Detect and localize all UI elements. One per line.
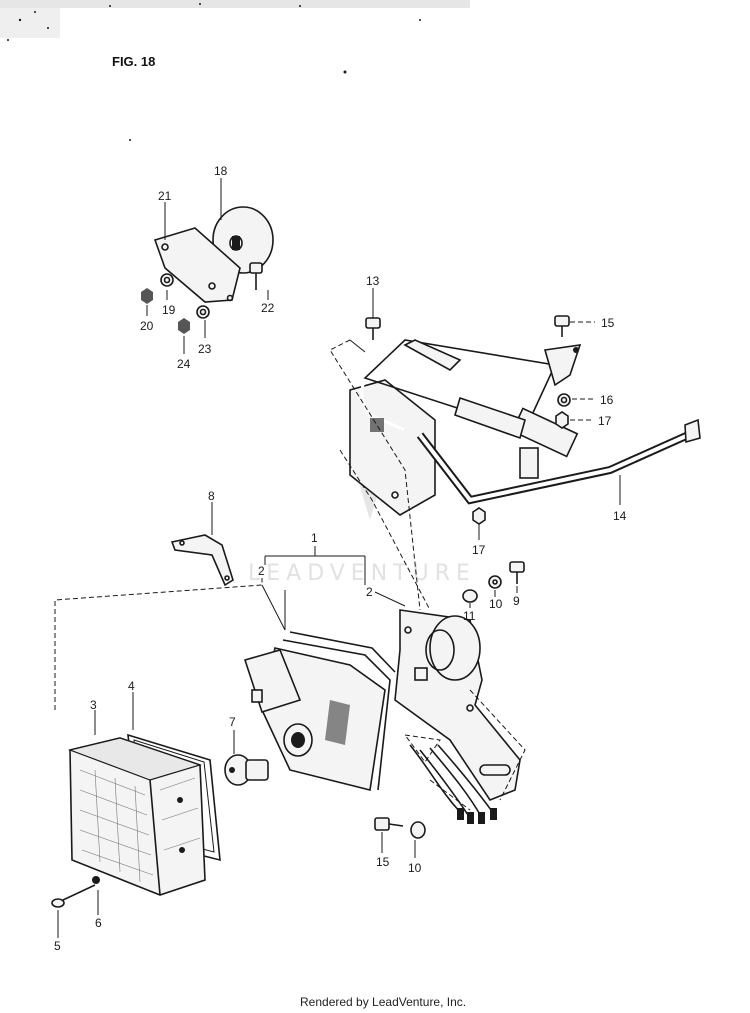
callout-7: 7 — [229, 715, 236, 729]
part-7-bulb — [224, 754, 269, 786]
callout-19: 19 — [162, 303, 176, 317]
callout-2-right: 2 — [366, 585, 373, 599]
part-14-frame — [349, 339, 701, 516]
callout-10-bottom: 10 — [408, 861, 422, 875]
footer-credit: Rendered by LeadVenture, Inc. — [300, 995, 466, 1009]
callout-13: 13 — [366, 274, 380, 288]
callout-24: 24 — [177, 357, 191, 371]
watermark-text: LEADVENTURE — [248, 561, 476, 586]
callout-14: 14 — [613, 509, 627, 523]
callout-1: 1 — [311, 531, 318, 545]
callout-3: 3 — [90, 698, 97, 712]
callout-22: 22 — [261, 301, 275, 315]
part-3-lens — [67, 737, 206, 896]
scan-noise — [0, 0, 470, 141]
figure-title: FIG. 18 — [112, 54, 155, 69]
leader-lines — [54, 178, 621, 938]
part-17-nut-top — [555, 411, 569, 429]
callout-21: 21 — [158, 189, 172, 203]
part-5-screw — [51, 884, 96, 908]
part-19-washer — [160, 273, 174, 287]
part-6-washer — [92, 876, 100, 884]
callout-20: 20 — [140, 319, 154, 333]
callout-10-top: 10 — [489, 597, 503, 611]
callout-23: 23 — [198, 342, 212, 356]
callout-9: 9 — [513, 594, 520, 608]
part-24-nut — [178, 318, 190, 334]
part-13-bolt — [365, 317, 381, 340]
part-20-nut — [141, 288, 153, 304]
part-22-bolt — [249, 262, 263, 290]
callout-2-left: 2 — [258, 564, 265, 578]
callout-15-bottom: 15 — [376, 855, 390, 869]
part-23-washer — [196, 305, 210, 319]
part-16-washer-top — [557, 393, 571, 407]
callout-11: 11 — [463, 609, 476, 623]
mount-bracket — [394, 609, 521, 824]
part-15-bolt-bottom — [374, 817, 404, 831]
callout-18: 18 — [214, 164, 228, 178]
callouts: 18 21 19 20 23 22 24 13 15 16 17 14 17 8… — [54, 164, 627, 953]
lamp-housing — [243, 631, 396, 791]
callout-4: 4 — [128, 679, 135, 693]
part-9-bolt — [509, 561, 525, 584]
part-15-bolt-top — [554, 315, 570, 337]
part-16-washer-bottom — [410, 821, 426, 839]
callout-17-top: 17 — [598, 414, 612, 428]
callout-6: 6 — [95, 916, 102, 930]
callout-16-top: 16 — [600, 393, 614, 407]
callout-5: 5 — [54, 939, 61, 953]
part-10-washer — [488, 575, 502, 589]
part-17-nut-bottom — [472, 507, 486, 525]
part-8-stay — [170, 534, 234, 587]
callout-8: 8 — [208, 489, 215, 503]
callout-15-top: 15 — [601, 316, 615, 330]
part-21-plate — [153, 227, 241, 303]
part-11-washer — [462, 589, 478, 603]
callout-17-bottom: 17 — [472, 543, 486, 557]
